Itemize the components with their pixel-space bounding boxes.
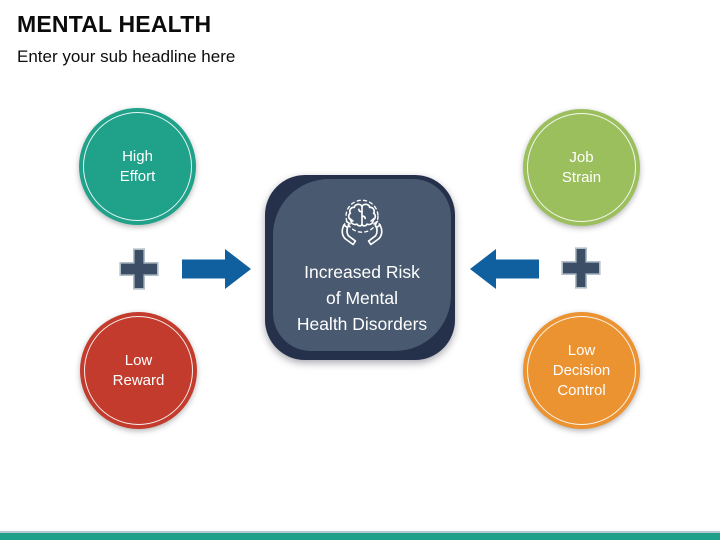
factor-circle-low-reward: Low Reward [80, 312, 197, 429]
footer-accent-line [0, 531, 720, 533]
center-tile-label: Increased Risk of Mental Health Disorder… [296, 262, 428, 334]
plus-icon [119, 248, 159, 290]
footer-bar [0, 533, 720, 540]
page-title: MENTAL HEALTH [17, 11, 212, 37]
factor-circle-high-effort: High Effort [79, 108, 196, 225]
factor-circle-low-decision-control: Low Decision Control [523, 312, 640, 429]
circle-inner-ring [84, 316, 193, 425]
plus-icon [561, 247, 601, 289]
left-arrow-icon [469, 248, 539, 290]
brain-in-hands-icon [341, 199, 383, 246]
factor-circle-job-strain: Job Strain [523, 109, 640, 226]
factor-label: High Effort [119, 147, 156, 185]
factor-label: Job Strain [561, 148, 602, 186]
circle-inner-ring [527, 316, 636, 425]
factor-label: Low Decision Control [552, 341, 611, 399]
center-tile-inner: Increased Risk of Mental Health Disorder… [273, 179, 451, 351]
circle-inner-ring [527, 113, 636, 222]
factor-label: Low Reward [112, 351, 165, 389]
circle-inner-ring [83, 112, 192, 221]
center-result-tile: Increased Risk of Mental Health Disorder… [265, 175, 455, 360]
page-subtitle: Enter your sub headline here [17, 47, 236, 66]
right-arrow-icon [182, 248, 252, 290]
